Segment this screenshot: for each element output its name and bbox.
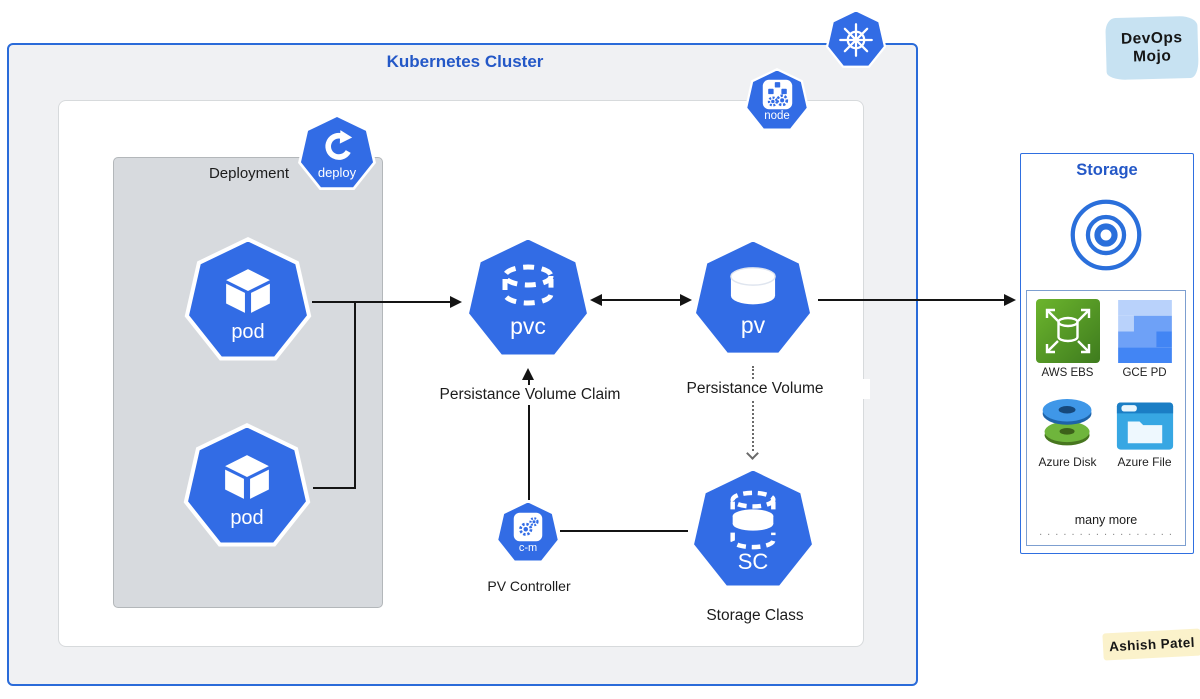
provider-label: Azure Disk: [1038, 455, 1097, 469]
connector-pvc-pv: [602, 299, 682, 301]
pv-hexagon: pv: [690, 237, 816, 363]
arrowhead-into-pvc-left: [590, 294, 602, 306]
aws-ebs-icon: [1035, 299, 1100, 363]
brand-badge-line2: Mojo: [1132, 47, 1172, 66]
controller-gears-icon: [513, 512, 543, 542]
brand-badge-line1: DevOps: [1120, 29, 1183, 48]
deploy-rollout-icon: [325, 130, 353, 160]
provider-label: GCE PD: [1122, 367, 1167, 379]
pv-controller-caption: PV Controller: [454, 577, 604, 595]
gce-pd-icon: [1117, 300, 1172, 363]
dotted-connector-pv-to-sc: [752, 366, 754, 451]
connector-pod2-to-join: [313, 487, 355, 489]
author-badge: Ashish Patel: [1102, 628, 1200, 661]
connector-pod1-to-pvc: [312, 301, 452, 303]
provider-aws-ebs: AWS EBS: [1029, 299, 1106, 379]
pod-cube-icon: [225, 454, 269, 499]
connector-pod-join-vertical: [354, 301, 356, 489]
provider-azure-file: Azure File: [1106, 391, 1183, 469]
arrowhead-into-pvc: [450, 296, 462, 308]
sc-label: SC: [737, 548, 769, 574]
pvc-label: pvc: [510, 312, 546, 339]
pv-caption: Persistance Volume: [640, 379, 870, 399]
kubernetes-logo-hexagon: [825, 9, 887, 71]
node-icon: [762, 80, 792, 110]
pod-hexagon-2: pod: [182, 423, 312, 553]
deployment-box: [113, 157, 383, 608]
arrowhead-into-storage: [1004, 294, 1016, 306]
brand-badge: DevOps Mojo: [1105, 15, 1199, 81]
sc-hexagon: SC: [688, 466, 818, 596]
node-badge-label: node: [764, 110, 790, 123]
pvc-caption: Persistance Volume Claim: [385, 385, 675, 405]
azure-file-icon: [1116, 402, 1173, 450]
cluster-title: Kubernetes Cluster: [386, 52, 544, 71]
arrowhead-up-into-pvc: [522, 368, 534, 380]
pv-cylinder-icon: [730, 266, 776, 304]
pod-hexagon-1: pod: [183, 237, 313, 367]
storage-providers-box: AWS EBS GCE PD: [1026, 290, 1186, 546]
provider-label: Azure File: [1117, 455, 1172, 469]
pv-controller-hexagon: c-m: [495, 500, 561, 566]
sc-cylinder-stack-icon: [730, 490, 776, 549]
pod-label: pod: [230, 506, 264, 529]
pod-cube-icon: [226, 268, 270, 313]
many-more-label: many more: [1074, 513, 1138, 527]
provider-gce-pd: GCE PD: [1106, 299, 1183, 379]
provider-label: AWS EBS: [1041, 367, 1094, 379]
sc-caption: Storage Class: [660, 606, 850, 626]
provider-azure-disk: Azure Disk: [1029, 391, 1106, 469]
pv-label: pv: [740, 311, 766, 338]
pvc-hexagon: pvc: [463, 235, 593, 365]
pv-controller-label: c-m: [518, 542, 538, 554]
kubernetes-wheel-icon: [839, 23, 873, 57]
deployment-label: Deployment: [208, 165, 290, 182]
author-badge-label: Ashish Patel: [1108, 634, 1196, 655]
deploy-badge-label: deploy: [317, 165, 357, 180]
connector-controller-to-pvc: [528, 379, 530, 500]
arrowhead-into-pv: [680, 294, 692, 306]
dots-divider: . . . . . . . . . . . . . . . . .: [1039, 527, 1173, 537]
storage-title: Storage: [1076, 161, 1138, 179]
connector-controller-to-sc: [560, 530, 688, 532]
connector-pv-to-storage: [818, 299, 1006, 301]
deploy-badge-hexagon: deploy: [297, 114, 377, 194]
node-badge-hexagon: node: [744, 68, 810, 134]
storage-disk-icon: [1070, 199, 1142, 271]
azure-disk-icon: [1042, 398, 1091, 446]
pvc-dashed-cylinder-icon: [502, 264, 554, 305]
pod-label: pod: [231, 320, 265, 343]
